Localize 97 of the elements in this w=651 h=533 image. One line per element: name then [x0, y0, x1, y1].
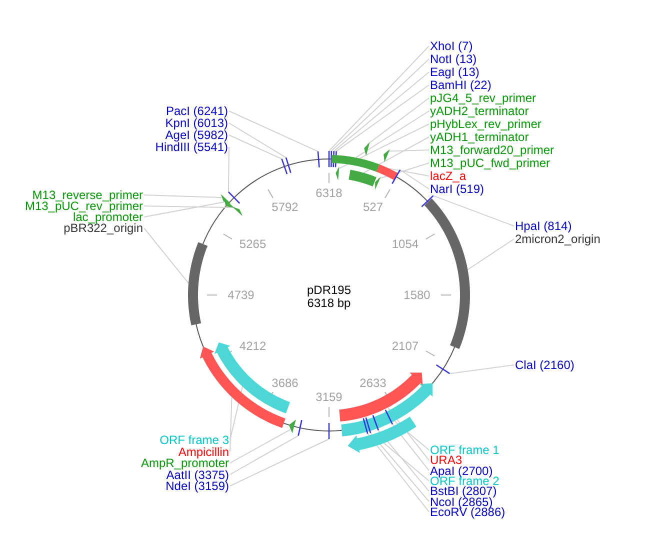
- feature-label: lac_promoter: [72, 211, 143, 223]
- restriction-site-mark: [436, 364, 450, 374]
- leader-line: [366, 98, 430, 146]
- feature-band: [188, 242, 208, 326]
- leader-line: [144, 206, 236, 208]
- feature-segment: [375, 176, 381, 190]
- plasmid-name: pDR195: [306, 284, 352, 297]
- leader-line: [228, 110, 318, 152]
- leader-line: [333, 72, 430, 152]
- feature-label: yADH1_terminator: [430, 131, 529, 143]
- restriction-site-label: EagI (13): [430, 66, 480, 78]
- restriction-site-label: HindIII (5541): [155, 141, 228, 153]
- leader-line: [228, 122, 286, 158]
- leader-line: [144, 194, 222, 198]
- restriction-site-label: NarI (519): [430, 183, 484, 195]
- scale-label: 4212: [239, 340, 266, 352]
- feature-segment: [336, 166, 340, 180]
- scale-label: 527: [362, 200, 384, 213]
- scale-label: 1580: [404, 289, 430, 301]
- leader-line: [228, 134, 282, 160]
- feature-label: pBR322_origin: [64, 222, 143, 234]
- leader-line: [144, 228, 189, 284]
- scale-label: 3686: [272, 377, 298, 390]
- feature-band: [376, 164, 398, 180]
- leader-line: [370, 432, 430, 502]
- leader-line: [228, 146, 230, 192]
- restriction-site-mark: [281, 158, 288, 174]
- restriction-site-label: NdeI (3159): [166, 480, 229, 492]
- leader-line: [367, 433, 430, 512]
- restriction-site-label: AgeI (5982): [165, 129, 228, 141]
- restriction-site-label: HpaI (814): [515, 220, 572, 232]
- feature-label: M13_pUC_rev_primer: [24, 200, 143, 212]
- restriction-site-label: KpnI (6013): [165, 117, 228, 129]
- feature-segment: [384, 149, 390, 162]
- scale-label: 2107: [392, 340, 419, 352]
- leader-line: [230, 429, 291, 464]
- feature-label: AmpR_promoter: [140, 457, 229, 469]
- leader-line: [378, 162, 430, 180]
- feature-label: ORF frame 1: [430, 444, 500, 456]
- leader-line: [383, 442, 430, 482]
- scale-label: 5265: [239, 238, 266, 250]
- restriction-site-mark: [330, 151, 332, 168]
- restriction-site-label: PacI (6241): [166, 105, 228, 117]
- scale-label: 3159: [316, 391, 342, 403]
- restriction-site-mark: [228, 191, 240, 204]
- leader-line: [230, 435, 299, 475]
- restriction-site-label: BamHI (22): [430, 79, 492, 91]
- feature-label: pHybLex_rev_primer: [430, 118, 542, 130]
- feature-segment: [364, 142, 370, 156]
- leader-line: [363, 136, 430, 174]
- feature-label: pJG4_5_rev_primer: [430, 92, 536, 104]
- leader-line: [449, 364, 514, 374]
- feature-band: [331, 155, 380, 172]
- restriction-site-mark: [328, 151, 330, 167]
- restriction-site-mark: [421, 195, 434, 208]
- leader-line: [467, 238, 514, 270]
- scale-label: 2633: [360, 377, 386, 390]
- leader-line: [336, 84, 430, 152]
- feature-label: 2micron2_origin: [515, 233, 600, 245]
- restriction-site-label: ClaI (2160): [515, 359, 574, 371]
- feature-label: lacZ_a: [430, 170, 466, 182]
- feature-label: ORF frame 3: [160, 434, 229, 446]
- leader-line: [230, 438, 330, 486]
- plasmid-size: 6318 bp: [306, 297, 352, 310]
- leader-line: [386, 150, 430, 152]
- feature-label: Ampicillin: [178, 446, 229, 458]
- leader-line: [388, 168, 430, 176]
- leader-line: [230, 396, 232, 452]
- restriction-site-label: NcoI (2865): [430, 496, 493, 508]
- restriction-site-mark: [285, 157, 292, 174]
- scale-label: 6318: [316, 187, 342, 199]
- feature-label: yADH2_terminator: [430, 105, 529, 117]
- leader-line: [355, 110, 430, 158]
- feature-segment: [288, 420, 296, 434]
- scale-label: 1054: [392, 238, 419, 250]
- leader-line: [400, 169, 430, 190]
- restriction-site-label: XhoI (7): [430, 40, 473, 52]
- restriction-site-label: BstBI (2807): [430, 485, 497, 498]
- feature-band: [348, 170, 376, 186]
- leader-line: [432, 195, 514, 226]
- feature-label: M13_forward20_primer: [430, 144, 554, 156]
- restriction-site-mark: [328, 423, 330, 439]
- feature-label: URA3: [430, 454, 462, 466]
- restriction-site-mark: [298, 420, 302, 436]
- restriction-site-mark: [317, 151, 320, 168]
- feature-label: M13_pUC_fwd_primer: [430, 157, 550, 169]
- leader-line: [336, 124, 430, 170]
- leader-line: [144, 201, 225, 218]
- scale-label: 4739: [228, 289, 254, 301]
- restriction-site-label: AatII (3375): [166, 468, 229, 480]
- feature-segment: [232, 206, 243, 216]
- feature-segment: [348, 416, 416, 454]
- restriction-site-label: NotI (13): [430, 53, 477, 65]
- scale-label: 5792: [272, 200, 298, 213]
- restriction-site-mark: [392, 169, 401, 184]
- restriction-site-label: ApaI (2700): [430, 464, 493, 477]
- feature-label: M13_reverse_primer: [32, 189, 143, 201]
